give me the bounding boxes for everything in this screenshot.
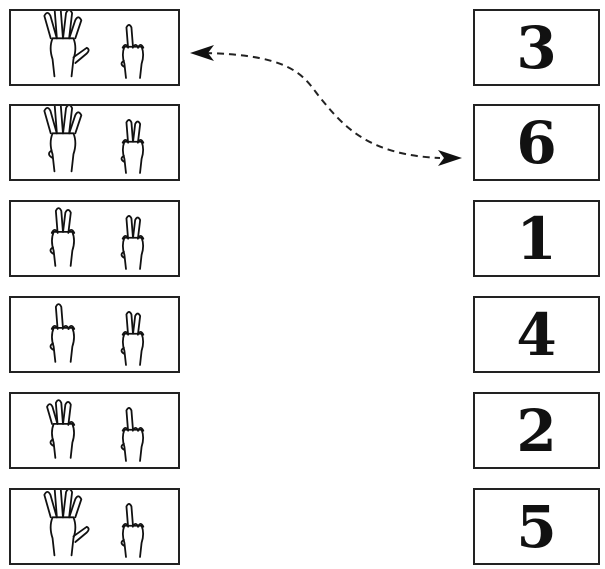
hands-icon — [43, 106, 145, 174]
arrowhead-right-icon — [438, 150, 462, 166]
arrowhead-left-icon — [190, 45, 214, 61]
number-label: 4 — [516, 300, 557, 369]
hand-card-3[interactable] — [9, 200, 180, 277]
dashed-connector-line — [204, 52, 441, 159]
hand-card-5[interactable] — [9, 392, 180, 469]
number-label: 2 — [516, 396, 557, 465]
number-card-3[interactable]: 3 — [473, 9, 600, 86]
number-card-5[interactable]: 5 — [473, 488, 600, 565]
number-card-2[interactable]: 2 — [473, 392, 600, 469]
number-label: 5 — [516, 492, 557, 561]
hands-icon — [43, 11, 145, 79]
hand-card-2[interactable] — [9, 104, 180, 181]
hand-card-6[interactable] — [9, 488, 180, 565]
number-label: 3 — [516, 13, 557, 82]
number-card-6[interactable]: 6 — [473, 104, 600, 181]
hands-icon — [46, 399, 145, 462]
number-card-1[interactable]: 1 — [473, 200, 600, 277]
number-card-4[interactable]: 4 — [473, 296, 600, 373]
number-label: 6 — [516, 108, 557, 177]
hands-icon — [49, 207, 145, 270]
number-label: 1 — [516, 204, 557, 273]
hands-icon — [49, 303, 145, 366]
hand-card-4[interactable] — [9, 296, 180, 373]
hands-icon — [43, 490, 145, 558]
hand-card-1[interactable] — [9, 9, 180, 86]
